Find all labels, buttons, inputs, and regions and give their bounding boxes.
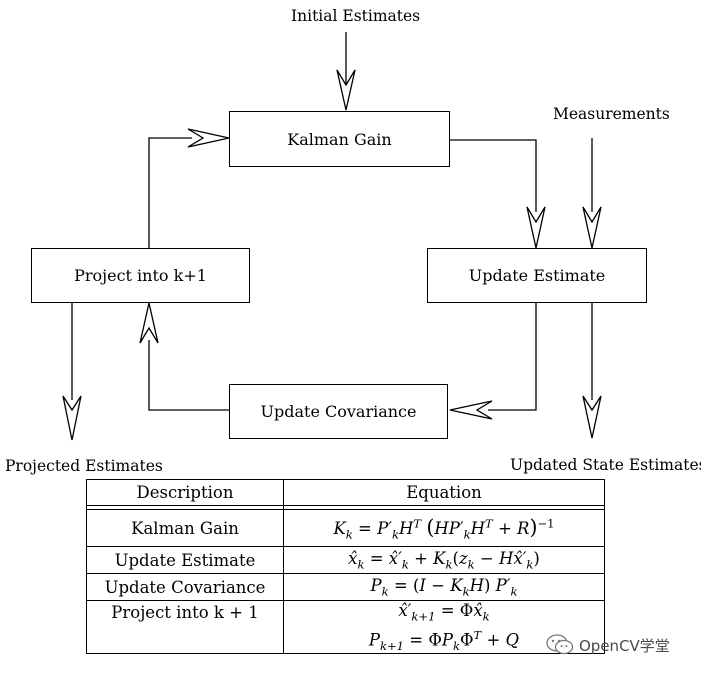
- arrowhead: [139, 302, 159, 344]
- box-project-label: Project into k+1: [74, 266, 207, 285]
- box-update-covariance: Update Covariance: [229, 384, 448, 439]
- equation-update-covariance: Pk = (I − KkH) P′k: [370, 575, 518, 599]
- row-equation: x̂′k+1 = Φx̂k Pk+1 = ΦPkΦT + Q: [283, 600, 605, 654]
- table-header-row: Description Equation: [86, 479, 605, 506]
- equation-project-covariance: Pk+1 = ΦPkΦT + Q: [368, 627, 520, 653]
- arrow-update-to-covariance: [488, 303, 537, 411]
- box-update-covariance-label: Update Covariance: [260, 402, 417, 421]
- row-equation: Kk = P′kHT (HP′kHT + R)−1: [283, 509, 605, 547]
- label-initial-estimates: Initial Estimates: [291, 7, 421, 25]
- header-equation: Equation: [283, 479, 605, 506]
- equation-table: Description Equation Kalman Gain Kk = P′…: [86, 479, 605, 654]
- table-row: Update Covariance Pk = (I − KkH) P′k: [86, 573, 605, 601]
- watermark-text: OpenCV学堂: [579, 636, 670, 655]
- box-project: Project into k+1: [31, 248, 250, 303]
- row-equation: Pk = (I − KkH) P′k: [283, 573, 605, 601]
- header-description: Description: [86, 479, 284, 506]
- box-kalman-gain-label: Kalman Gain: [287, 129, 392, 149]
- arrow-covariance-to-project: [148, 340, 229, 411]
- table-row: Project into k + 1 x̂′k+1 = Φx̂k Pk+1 = …: [86, 600, 605, 654]
- row-description: Project into k + 1: [86, 600, 284, 654]
- arrow-project-to-gain: [148, 137, 192, 248]
- arrowhead: [526, 206, 546, 249]
- equation-kalman-gain: Kk = P′kHT (HP′kHT + R)−1: [333, 514, 555, 542]
- arrowhead: [62, 395, 82, 441]
- box-update-estimate-label: Update Estimate: [468, 266, 606, 285]
- arrowhead: [187, 128, 230, 148]
- arrowhead: [336, 69, 356, 111]
- label-projected-estimates: Projected Estimates: [5, 457, 163, 475]
- box-update-estimate: Update Estimate: [427, 248, 647, 303]
- equation-project-state: x̂′k+1 = Φx̂k: [398, 601, 490, 624]
- arrow-gain-to-update: [449, 139, 537, 212]
- equation-update-estimate: x̂k = x̂′k + Kk(zk − Hx̂′k): [348, 548, 540, 572]
- table-row: Kalman Gain Kk = P′kHT (HP′kHT + R)−1: [86, 509, 605, 547]
- box-kalman-gain: Kalman Gain: [229, 111, 450, 167]
- label-measurements: Measurements: [553, 105, 670, 123]
- arrowhead: [449, 400, 493, 420]
- wechat-icon: [546, 634, 574, 655]
- row-description: Kalman Gain: [86, 509, 284, 547]
- row-description: Update Covariance: [86, 573, 284, 601]
- label-updated-state-estimates: Updated State Estimates: [510, 456, 701, 474]
- row-description: Update Estimate: [86, 546, 284, 574]
- table-gap-row: [86, 505, 605, 510]
- row-equation: x̂k = x̂′k + Kk(zk − Hx̂′k): [283, 546, 605, 574]
- row-description-text: Project into k + 1: [111, 603, 259, 622]
- watermark: OpenCV学堂: [545, 633, 670, 657]
- arrowhead: [582, 395, 602, 439]
- arrowhead: [582, 206, 602, 249]
- table-row: Update Estimate x̂k = x̂′k + Kk(zk − Hx̂…: [86, 546, 605, 574]
